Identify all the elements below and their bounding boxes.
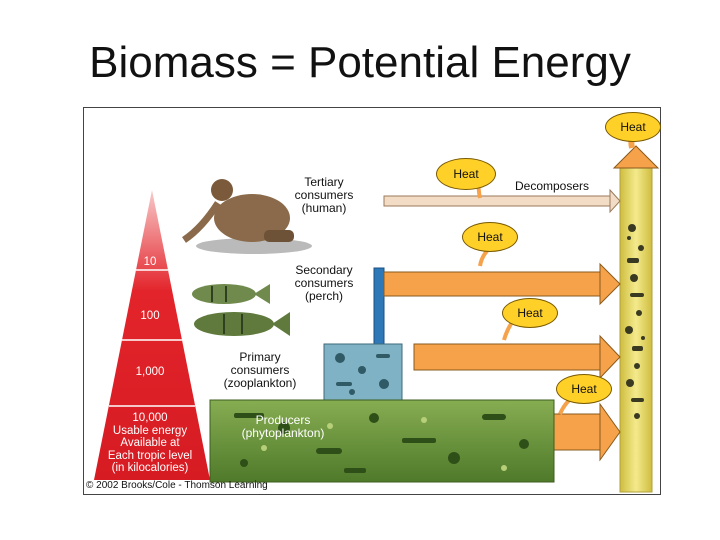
decomposer-column [612, 145, 660, 493]
heat-label-producers: Heat [556, 374, 612, 404]
arrow-primary [413, 334, 621, 380]
arrow-secondary [383, 262, 621, 306]
diagram-canvas [94, 119, 660, 493]
arrow-tertiary [383, 188, 621, 214]
primary-consumers-label: Primary consumers (zooplankton) [223, 350, 297, 390]
heat-label-top: Heat [605, 112, 661, 142]
human-illustration [181, 179, 312, 254]
zooplankton-box [323, 343, 403, 401]
copyright-text: © 2002 Brooks/Cole - Thomson Learning [86, 480, 268, 491]
energy-pyramid [94, 190, 210, 480]
secondary-consumers-label: Secondary consumers (perch) [294, 263, 354, 303]
tertiary-consumers-label: Tertiary consumers (human) [294, 175, 354, 215]
pyramid-level-100: 100 [140, 310, 160, 322]
pyramid-level-10000: 10,000 Usable energy Available at Each t… [107, 412, 193, 474]
arrow-producers [553, 402, 621, 462]
pyramid-level-10: 10 [143, 256, 157, 268]
heat-label-secondary: Heat [462, 222, 518, 252]
decomposers-label: Decomposers [514, 179, 590, 193]
pyramid-level-1000: 1,000 [135, 366, 165, 378]
heat-label-tertiary: Heat [436, 158, 496, 190]
heat-label-primary: Heat [502, 298, 558, 328]
page-title: Biomass = Potential Energy [89, 38, 631, 87]
producers-label: Producers (phytoplankton) [241, 413, 325, 440]
perch-illustration [192, 284, 290, 336]
energy-diagram [83, 107, 661, 495]
producers-band [209, 399, 555, 483]
